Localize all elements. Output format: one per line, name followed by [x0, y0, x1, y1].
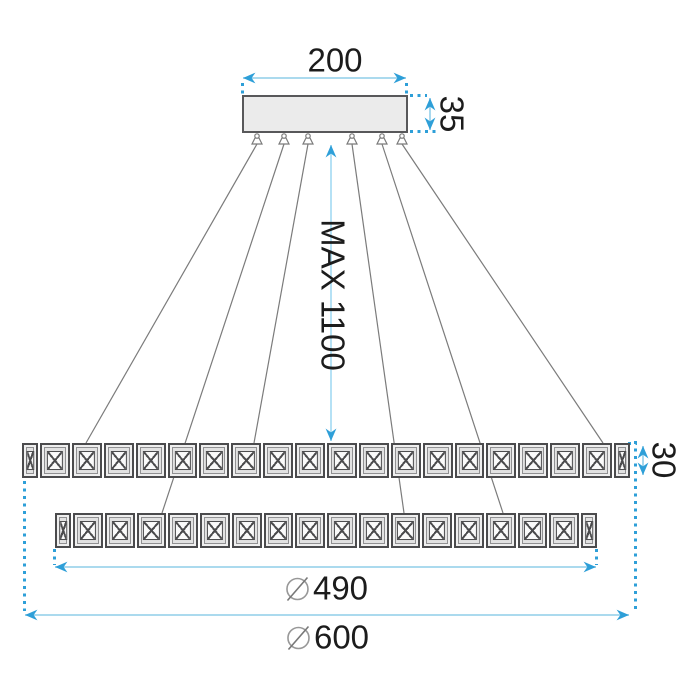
- crystal-element: [422, 513, 452, 548]
- crystal-facet: [429, 450, 446, 471]
- wire-1: [85, 143, 258, 444]
- crystal-element: [199, 443, 230, 478]
- crystal-element: [550, 443, 581, 478]
- crystal-element: [582, 443, 613, 478]
- wire-6: [401, 143, 604, 444]
- crystal-element: [358, 513, 389, 548]
- ring-thickness-label: 30: [645, 441, 683, 479]
- crystal-facet: [397, 520, 414, 541]
- crystal-element: [103, 443, 134, 478]
- crystal-element: [73, 513, 103, 548]
- crystal-element: [167, 443, 198, 478]
- crystal-facet: [59, 520, 67, 541]
- dimension-lines: [24, 72, 649, 621]
- crystal-element: [390, 443, 421, 478]
- crystal-facet: [46, 450, 64, 471]
- crystal-facet: [524, 520, 541, 541]
- crystal-facet: [397, 450, 414, 471]
- crystal-element: [104, 513, 135, 548]
- crystal-element: [263, 443, 294, 478]
- crystal-facet: [206, 450, 223, 471]
- crystal-facet: [588, 450, 606, 471]
- crystal-facet: [175, 520, 192, 541]
- suspension-knobs: [251, 133, 408, 145]
- crystal-element: [71, 443, 102, 478]
- crystal-facet: [302, 520, 319, 541]
- crystal-facet: [206, 520, 223, 541]
- crystal-element: [295, 513, 325, 548]
- crystal-facet: [110, 450, 127, 471]
- crystal-facet: [238, 520, 255, 541]
- crystal-element: [549, 513, 579, 548]
- diameter-icon: [286, 576, 309, 601]
- crystal-element: [518, 443, 549, 478]
- crystal-element: [327, 443, 357, 478]
- crystal-facet: [143, 520, 160, 541]
- crystal-element: [614, 443, 631, 478]
- crystal-element: [390, 513, 421, 548]
- crystal-element: [517, 513, 548, 548]
- crystal-element: [231, 513, 262, 548]
- crystal-element: [295, 443, 326, 478]
- crystal-facet: [429, 520, 446, 541]
- crystal-facet: [270, 520, 287, 541]
- crystal-facet: [556, 520, 573, 541]
- lower-crystal-ring: [55, 513, 597, 548]
- wire-3: [253, 143, 309, 444]
- crystal-element: [422, 443, 453, 478]
- diameter-icon: [287, 625, 310, 650]
- max-drop-label: MAX 1100: [314, 219, 352, 371]
- crystal-element: [454, 513, 484, 548]
- crystal-facet: [557, 450, 574, 471]
- crystal-facet: [26, 450, 34, 471]
- crystal-element: [581, 513, 597, 548]
- crystal-facet: [525, 450, 542, 471]
- crystal-element: [200, 513, 230, 548]
- crystal-facet: [78, 450, 95, 471]
- crystal-facet: [365, 450, 382, 471]
- crystal-element: [22, 443, 38, 478]
- suspension-wires: [85, 143, 604, 514]
- crystal-facet: [111, 520, 128, 541]
- crystal-element: [485, 513, 516, 548]
- crystal-element: [263, 513, 294, 548]
- crystal-facet: [492, 520, 509, 541]
- crystal-element: [358, 443, 389, 478]
- extension-lines: [23, 83, 637, 612]
- crystal-facet: [174, 450, 191, 471]
- crystal-facet: [79, 520, 96, 541]
- canopy-width-label: 200: [307, 41, 363, 79]
- crystal-facet: [142, 450, 159, 471]
- crystal-facet: [365, 520, 382, 541]
- ceiling-canopy: [242, 95, 408, 133]
- crystal-facet: [238, 450, 255, 471]
- crystal-element: [55, 513, 71, 548]
- crystal-element: [168, 513, 198, 548]
- crystal-facet: [461, 450, 478, 471]
- crystal-element: [40, 443, 70, 478]
- crystal-element: [135, 443, 166, 478]
- crystal-element: [231, 443, 262, 478]
- crystal-facet: [333, 520, 350, 541]
- crystal-facet: [333, 450, 351, 471]
- crystal-facet: [493, 450, 510, 471]
- upper-ring-diameter-value: 600: [313, 618, 370, 656]
- crystal-element: [454, 443, 485, 478]
- crystal-element: [327, 513, 357, 548]
- crystal-facet: [270, 450, 287, 471]
- crystal-facet: [460, 520, 477, 541]
- lower-ring-diameter-label: 490: [284, 572, 368, 605]
- upper-ring-diameter-label: 600: [285, 621, 369, 654]
- crystal-facet: [585, 520, 593, 541]
- crystal-element: [136, 513, 167, 548]
- crystal-element: [486, 443, 517, 478]
- lower-ring-diameter-value: 490: [312, 569, 369, 607]
- crystal-facet: [618, 450, 626, 471]
- upper-crystal-ring: [22, 443, 631, 478]
- crystal-facet: [301, 450, 319, 471]
- canopy-height-label: 35: [433, 95, 471, 133]
